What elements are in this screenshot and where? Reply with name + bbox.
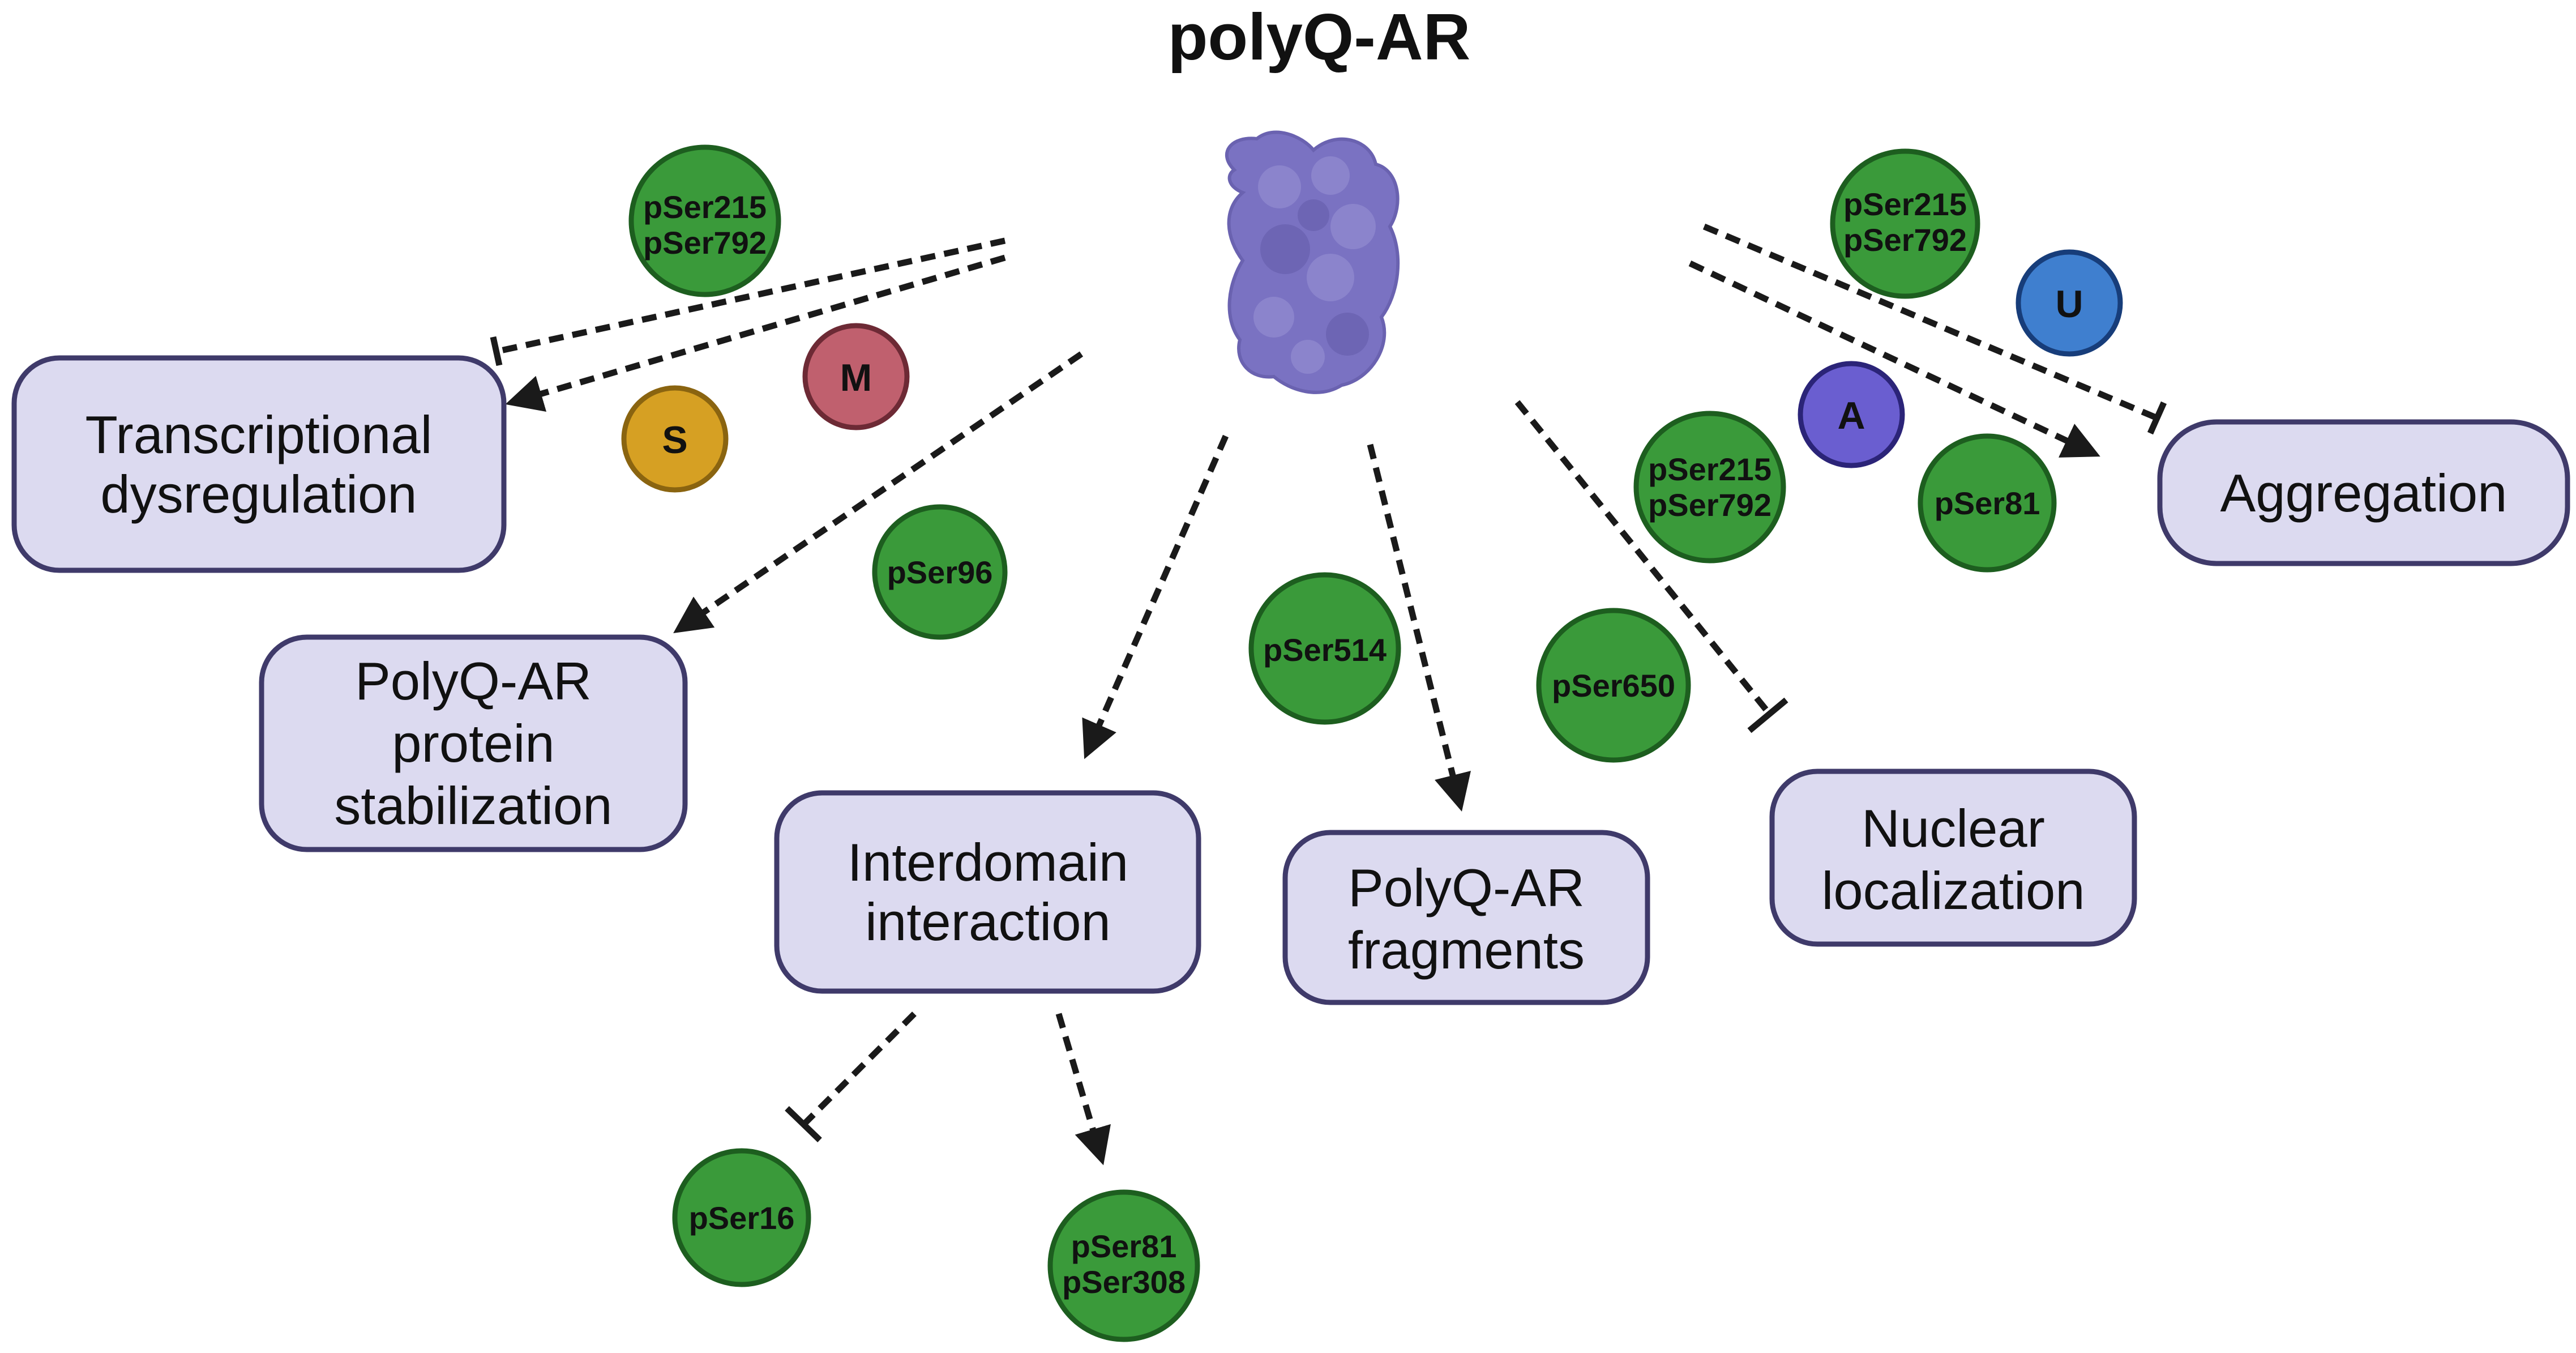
site-label: pSer514 xyxy=(1263,632,1387,668)
site-pser16: pSer16 xyxy=(672,1148,811,1287)
box-transcriptional-dysregulation: Transcriptional dysregulation xyxy=(11,355,507,573)
box-protein-stabilization: PolyQ-AR protein stabilization xyxy=(259,634,688,852)
inhibition-bar-pser16 xyxy=(785,1106,822,1142)
arrow-fragments xyxy=(1367,443,1471,812)
box-label-line: protein xyxy=(392,714,554,773)
inhibition-bar-transcriptional xyxy=(490,336,503,366)
box-label-line: localization xyxy=(1821,861,2085,920)
box-label-line: PolyQ-AR xyxy=(1348,858,1585,917)
site-label: pSer81 xyxy=(1935,485,2040,521)
modification-label: S xyxy=(662,419,687,462)
inhibition-line-transcriptional xyxy=(497,237,1006,355)
site-pser215-pser792-top-right: pSer215 pSer792 xyxy=(1830,148,1980,299)
site-label: pSer792 xyxy=(1648,487,1771,523)
site-pser96: pSer96 xyxy=(872,504,1008,640)
site-pser215-pser792-left: pSer215 pSer792 xyxy=(628,144,781,297)
modification-label: A xyxy=(1837,394,1865,437)
site-pser81-pser308: pSer81 pSer308 xyxy=(1047,1189,1200,1342)
box-label-line: Transcriptional xyxy=(85,405,433,464)
site-pser514: pSer514 xyxy=(1248,572,1401,725)
modification-label: M xyxy=(840,356,872,399)
site-label: pSer308 xyxy=(1062,1264,1186,1300)
box-label-line: PolyQ-AR xyxy=(355,651,592,711)
site-label: pSer650 xyxy=(1552,668,1675,703)
box-nuclear-localization: Nuclear localization xyxy=(1769,769,2137,947)
box-label-line: stabilization xyxy=(334,776,612,835)
box-aggregation: Aggregation xyxy=(2157,419,2570,566)
box-label-line: interaction xyxy=(865,892,1111,951)
inhibition-bar-aggregation xyxy=(2147,401,2167,435)
box-label-line: Aggregation xyxy=(2220,463,2507,523)
modification-m-badge: M xyxy=(802,323,910,430)
modification-s-badge: S xyxy=(621,385,729,493)
arrow-transcriptional xyxy=(505,254,1006,412)
site-pser650: pSer650 xyxy=(1536,608,1691,763)
box-label-line: Nuclear xyxy=(1862,799,2045,858)
site-pser215-pser792-mid-right: pSer215 pSer792 xyxy=(1633,411,1786,564)
arrow-pser81-308 xyxy=(1055,1013,1111,1166)
arrow-stabilization xyxy=(673,351,1084,633)
site-label: pSer215 xyxy=(1843,186,1967,222)
site-label: pSer215 xyxy=(643,189,767,225)
site-label: pSer96 xyxy=(887,554,993,590)
site-label: pSer81 xyxy=(1071,1228,1177,1264)
modification-a-badge: A xyxy=(1798,361,1905,468)
box-interdomain-interaction: Interdomain interaction xyxy=(774,790,1201,994)
site-label: pSer215 xyxy=(1648,451,1771,487)
inhibition-line-aggregation xyxy=(1702,223,2159,421)
inhibition-line-nuclear xyxy=(1514,400,1772,716)
site-label: pSer792 xyxy=(643,225,767,261)
box-polyq-ar-fragments: PolyQ-AR fragments xyxy=(1282,830,1650,1005)
arrow-interdomain xyxy=(1082,434,1229,759)
modification-u-badge: U xyxy=(2016,249,2123,357)
site-label: pSer16 xyxy=(689,1200,795,1236)
inhibition-line-pser16 xyxy=(802,1011,917,1126)
modification-label: U xyxy=(2055,283,2083,326)
inhibition-bar-nuclear xyxy=(1747,697,1788,733)
polyq-ar-protein-icon xyxy=(1225,130,1400,394)
diagram-title: polyQ-AR xyxy=(1168,0,1471,74)
site-label: pSer792 xyxy=(1843,222,1967,258)
box-label-line: Interdomain xyxy=(848,833,1128,892)
box-label-line: fragments xyxy=(1348,920,1585,980)
box-label-line: dysregulation xyxy=(100,464,417,524)
connectors xyxy=(490,223,2167,1166)
site-pser81: pSer81 xyxy=(1918,433,2057,573)
